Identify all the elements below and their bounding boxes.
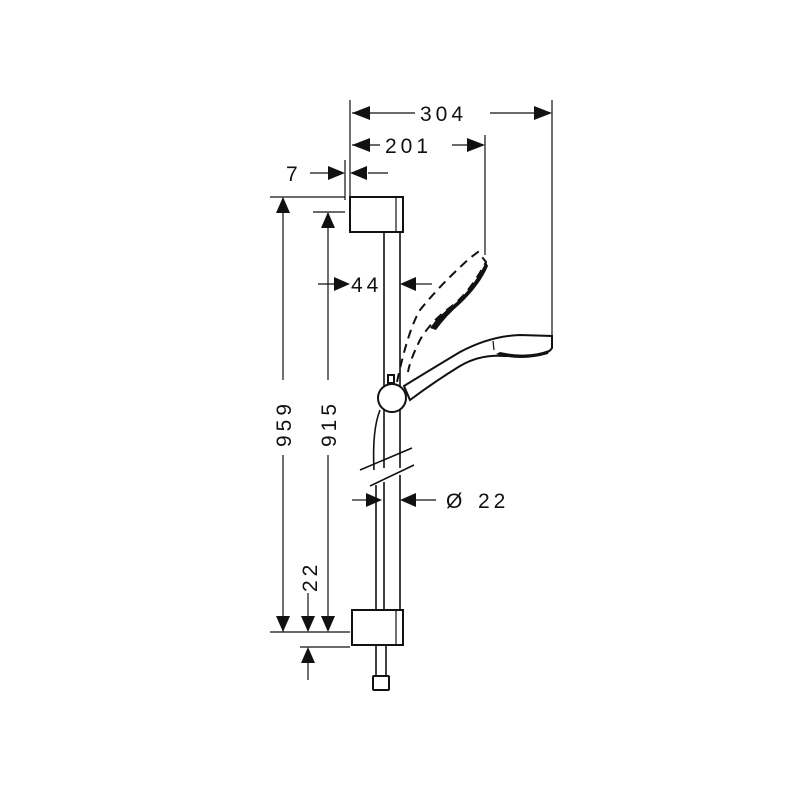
dim-label-304: 304	[420, 103, 467, 126]
arrow-right-icon	[334, 277, 350, 291]
dimension-201: 201	[352, 135, 485, 158]
arrow-left-icon	[400, 277, 416, 291]
arrow-up-icon	[321, 212, 335, 228]
dimension-22-bottom: 22	[299, 561, 322, 680]
shower-rail	[359, 232, 415, 612]
handshower	[402, 333, 553, 402]
dim-label-diameter: 22	[478, 490, 509, 513]
handshower-alternate-position	[396, 250, 488, 383]
arrow-up-icon	[276, 197, 290, 213]
dim-label-44: 44	[351, 274, 382, 297]
dimension-diameter-22: Ø 22	[352, 490, 509, 513]
dimension-7: 7	[286, 163, 388, 186]
dimension-44: 44	[318, 274, 432, 297]
arrow-down-icon	[301, 616, 315, 632]
arrow-down-icon	[321, 616, 335, 632]
arrow-right-icon	[467, 138, 485, 152]
arrow-left-icon	[350, 166, 367, 180]
dimension-915: 915	[318, 212, 341, 632]
slider-holder	[377, 374, 407, 413]
arrow-down-icon	[276, 616, 290, 632]
dim-label-915: 915	[318, 400, 341, 447]
arrow-left-icon	[352, 106, 370, 120]
dim-label-7: 7	[286, 163, 302, 186]
arrow-right-icon	[534, 106, 552, 120]
dimension-959: 959	[273, 197, 296, 632]
dim-label-22-bottom: 22	[299, 561, 322, 592]
dim-label-201: 201	[385, 135, 432, 158]
arrow-left-icon	[400, 493, 416, 507]
arrow-right-icon	[328, 166, 345, 180]
dimension-304: 304	[352, 103, 552, 126]
arrow-left-icon	[352, 138, 370, 152]
diameter-symbol: Ø	[446, 490, 466, 513]
arrow-right-icon	[366, 493, 382, 507]
bottom-wall-bracket	[351, 609, 404, 691]
arrow-up-icon	[301, 647, 315, 663]
top-wall-bracket	[349, 196, 404, 233]
dim-label-959: 959	[273, 400, 296, 447]
